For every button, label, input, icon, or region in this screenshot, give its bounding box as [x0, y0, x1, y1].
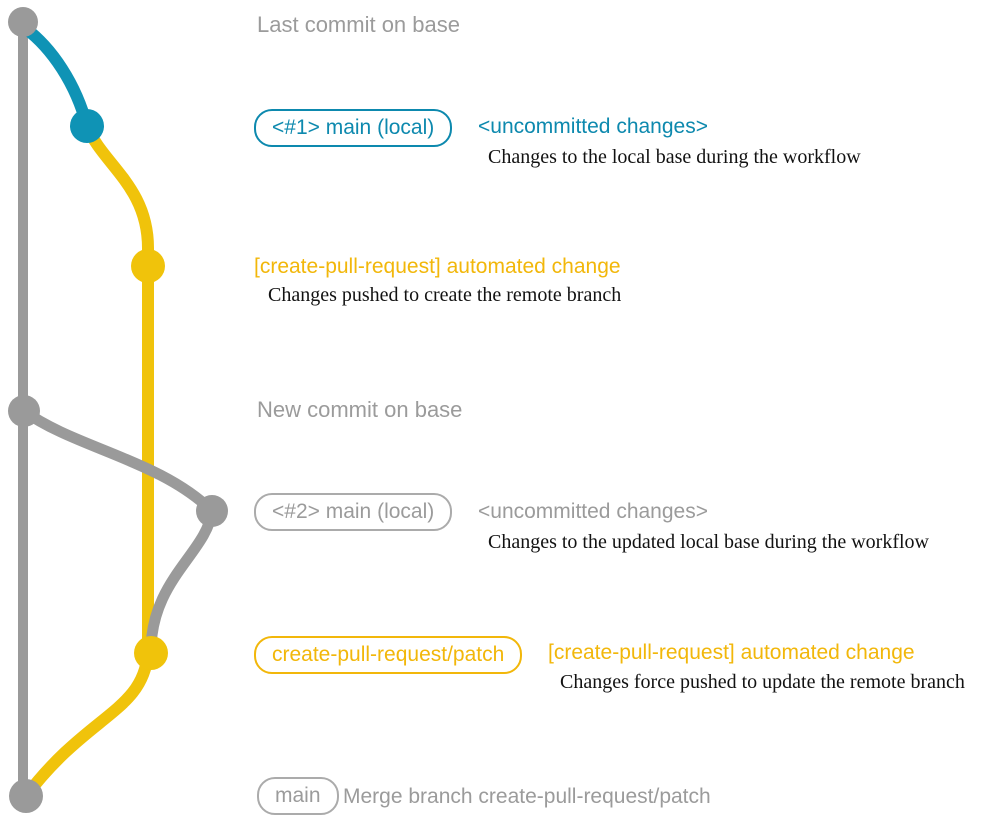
branch-line-local-main-1 [19, 22, 93, 132]
branch-tag-main: main [257, 777, 339, 815]
commit-dot-local-main-2 [196, 495, 228, 527]
desc-updated-local-base-changes: Changes to the updated local base during… [488, 531, 929, 553]
desc-push-create-remote: Changes pushed to create the remote bran… [268, 284, 622, 306]
new-commit-title: New commit on base [257, 397, 463, 422]
commit-dot-last-base [8, 7, 38, 37]
desc-force-push-update-remote: Changes force pushed to update the remot… [560, 671, 965, 693]
branch-tag-main-local-1: <#1> main (local) [254, 109, 453, 147]
commit-dot-merge [9, 779, 43, 813]
commit-dot-patch-2 [134, 636, 168, 670]
commit-dot-local-main-1 [70, 109, 104, 143]
branch-line-local-main-2 [18, 405, 218, 659]
merge-branch-label: Merge branch create-pull-request/patch [343, 785, 711, 808]
automated-change-label-1: [create-pull-request] automated change [254, 255, 621, 278]
last-commit-title: Last commit on base [257, 12, 460, 37]
automated-change-label-2: [create-pull-request] automated change [548, 641, 915, 664]
uncommitted-changes-1: <uncommitted changes> [478, 115, 708, 138]
commit-dot-patch-1 [131, 249, 165, 283]
uncommitted-changes-2: <uncommitted changes> [478, 500, 708, 523]
branch-tag-create-pull-request-patch: create-pull-request/patch [254, 636, 523, 674]
desc-local-base-changes: Changes to the local base during the wor… [488, 146, 861, 168]
branch-tag-main-local-2: <#2> main (local) [254, 493, 453, 531]
commit-dot-new-base [8, 395, 40, 427]
